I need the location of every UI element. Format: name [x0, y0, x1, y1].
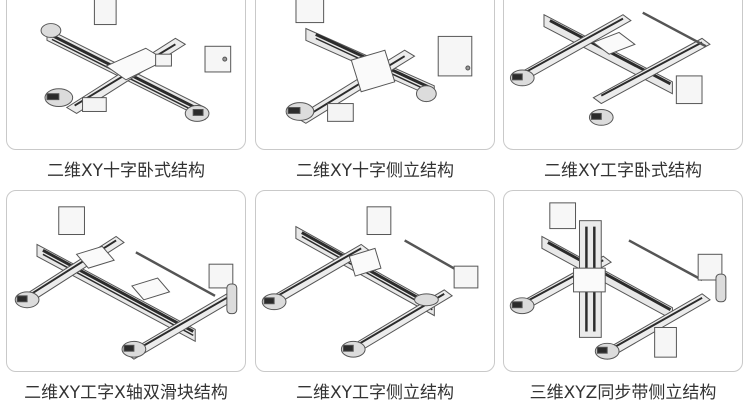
xy-h-horizontal-module-diagram-icon: [509, 11, 711, 126]
module-caption: 二维XY工字卧式结构: [543, 161, 703, 181]
module-card-xy-h-side[interactable]: [255, 190, 495, 372]
module-card-xy-cross-horizontal[interactable]: [6, 0, 246, 150]
module-card-xy-h-horizontal[interactable]: [503, 0, 743, 150]
module-caption: 二维XY十字卧式结构: [46, 161, 206, 181]
module-card-xy-h-dual-slider[interactable]: [6, 190, 246, 372]
module-caption: 二维XY工字侧立结构: [295, 383, 455, 403]
module-caption: 二维XY十字侧立结构: [295, 161, 455, 181]
xy-h-dual-slider-module-diagram-icon: [14, 206, 238, 360]
xyz-belt-side-module-diagram-icon: [509, 202, 727, 360]
module-card-xy-cross-side[interactable]: [255, 0, 495, 150]
module-card-xyz-belt-side[interactable]: [503, 190, 743, 372]
module-caption: 三维XYZ同步带侧立结构: [529, 383, 717, 403]
xy-h-side-module-diagram-icon: [261, 206, 479, 358]
module-caption: 二维XY工字X轴双滑块结构: [24, 383, 228, 403]
xy-cross-horizontal-module-diagram-icon: [40, 0, 232, 122]
xy-cross-side-module-diagram-icon: [285, 0, 473, 124]
